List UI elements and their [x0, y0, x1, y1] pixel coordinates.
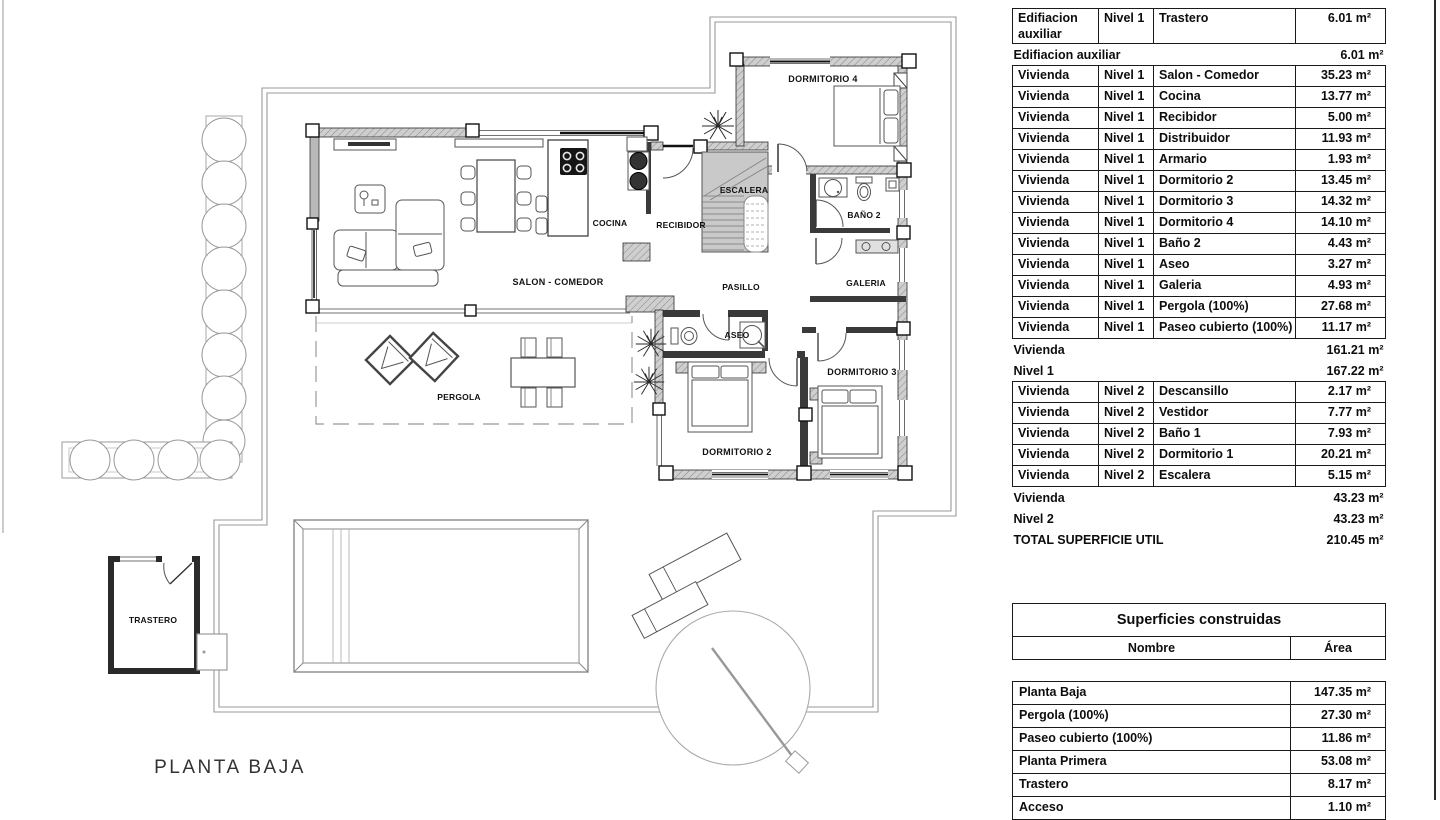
plot-boundary [213, 16, 957, 713]
sheet-divider-line [1434, 0, 1436, 800]
built-areas-title: Superficies construidas [1011, 603, 1387, 637]
label-recibidor: RECIBIDOR [656, 220, 706, 230]
bed-dorm3 [817, 332, 883, 459]
label-galeria: GALERIA [846, 278, 886, 288]
label-aseo: ASEO [725, 330, 750, 340]
pergola-area [315, 316, 633, 425]
label-escalera: ESCALERA [720, 185, 768, 195]
bathroom2-fixtures [815, 176, 900, 228]
bed-dorm2 [687, 357, 798, 433]
label-dormitorio3: DORMITORIO 3 [827, 367, 896, 377]
table-row: Paseo cubierto (100%)11.86 m² [1012, 727, 1386, 751]
pool [293, 519, 589, 673]
aseo-fixtures [670, 313, 766, 349]
label-pasillo: PASILLO [722, 282, 760, 292]
label-trastero: TRASTERO [129, 615, 178, 625]
hedge-row-horizontal [61, 439, 241, 481]
galeria-fixtures [815, 237, 899, 265]
label-cocina: COCINA [593, 218, 628, 228]
kitchen-fixtures [535, 136, 650, 237]
label-bano2: BAÑO 2 [847, 210, 880, 220]
pillars [305, 52, 917, 481]
label-dormitorio2: DORMITORIO 2 [702, 447, 771, 457]
col-header-nombre: Nombre [1012, 636, 1291, 660]
bed-dorm4 [833, 85, 901, 147]
built-areas-header: Superficies construidas Nombre Área [1011, 603, 1387, 660]
living-room-furniture [333, 138, 544, 287]
table-row: Pergola (100%)27.30 m² [1012, 704, 1386, 728]
label-pergola: PERGOLA [437, 392, 480, 402]
trastero-building [108, 552, 228, 674]
col-header-area: Área [1289, 636, 1387, 660]
tree-row-vertical [201, 115, 247, 463]
garden-tree [631, 532, 811, 774]
stairs [701, 151, 769, 253]
floor-plan: DORMITORIO 4 ESCALERA RECIBIDOR COCINA S… [2, 0, 957, 778]
plan-title: PLANTA BAJA [154, 757, 306, 778]
label-salon: SALON - COMEDOR [513, 277, 604, 287]
label-dormitorio4: DORMITORIO 4 [788, 74, 857, 84]
